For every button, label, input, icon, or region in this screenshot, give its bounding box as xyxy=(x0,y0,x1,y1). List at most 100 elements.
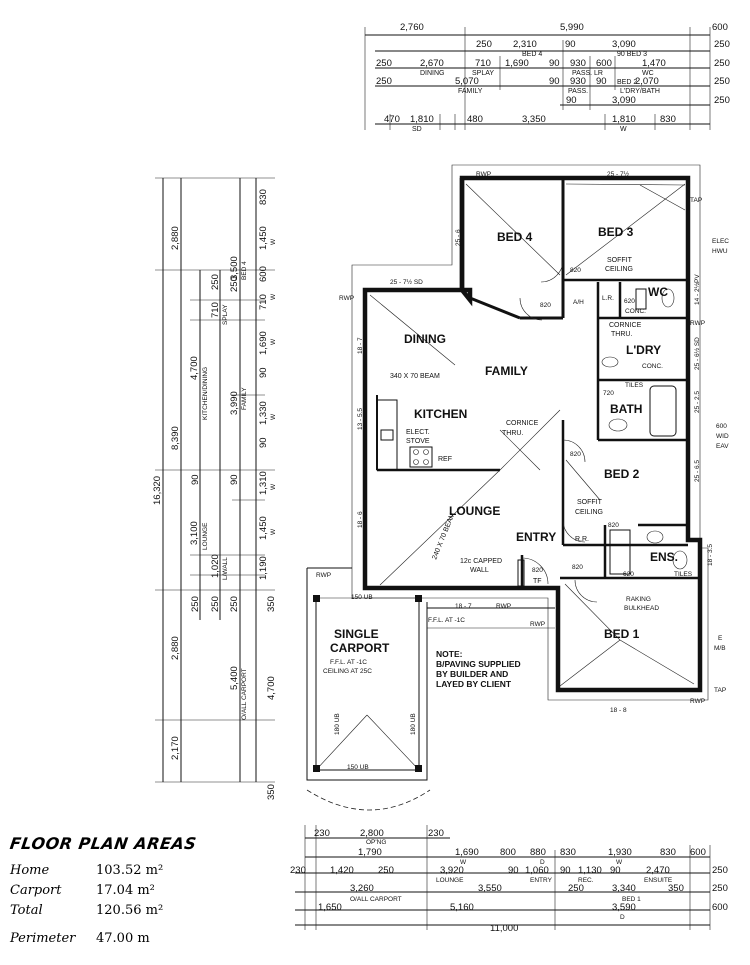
ceiling-height-label: CEILING AT 25C xyxy=(323,668,372,675)
thru-label: THRU. xyxy=(502,430,523,437)
top-dim: 250 xyxy=(714,39,730,50)
conc-label: CONC. xyxy=(625,308,646,315)
bottom-dim: 3,590 xyxy=(612,902,636,913)
beam-label: 180 UB xyxy=(334,713,341,735)
slope-label: 25 - 7½ SD xyxy=(390,278,423,286)
bottom-dim-sub: D xyxy=(540,859,545,866)
beam-label: 240 X 70 BEAM xyxy=(431,512,456,561)
left-dim-sub: O/ALL CARPORT xyxy=(241,668,248,720)
soffit-label: SOFFIT xyxy=(607,257,633,264)
left-dim: 90 xyxy=(258,367,269,378)
left-dim-sub: W xyxy=(270,293,277,300)
slope-label: 25 - 6.5 xyxy=(694,460,701,482)
left-dim: 350 xyxy=(266,596,277,612)
top-dim-sub: BED 4 xyxy=(522,51,542,58)
lr-label: L.R. xyxy=(602,295,614,302)
top-dim: 3,090 xyxy=(612,95,636,106)
beam-label: 340 X 70 BEAM xyxy=(390,373,440,380)
rwp-label: RWP xyxy=(690,320,705,327)
building xyxy=(351,164,709,701)
bottom-dim-sub: LOUNGE xyxy=(436,877,464,884)
left-dim: 16,320 xyxy=(152,476,163,505)
bottom-dim: 1,130 xyxy=(578,865,602,876)
slope-label: 25 - 7½ xyxy=(607,170,630,178)
room-bath: BATH xyxy=(610,402,642,416)
door-size: 820 xyxy=(570,267,581,274)
rwp-label: RWP xyxy=(476,171,491,178)
bottom-dim: 3,920 xyxy=(440,865,464,876)
top-dim: 930 xyxy=(570,58,586,69)
top-dim-sub: L'DRY/BATH xyxy=(620,88,660,95)
cornice-label: CORNICE xyxy=(506,420,539,427)
left-dim: 3,500 xyxy=(229,256,240,280)
top-dim: 90 xyxy=(549,76,560,87)
area-value: 120.56 m² xyxy=(96,903,164,918)
elect-label: ELECT. xyxy=(406,429,430,436)
left-dim-sub: BED 4 xyxy=(241,261,248,280)
bottom-dim-sub: ENSUITE xyxy=(644,877,673,884)
left-dim: 250 xyxy=(229,276,240,292)
left-dim: 1,330 xyxy=(258,401,269,425)
left-dim: 1,690 xyxy=(258,331,269,355)
meter-box-label: E xyxy=(718,635,723,642)
bottom-dim: 3,260 xyxy=(350,883,374,894)
eave-label: WID xyxy=(716,433,729,440)
bottom-dim: 2,470 xyxy=(646,865,670,876)
bottom-dim: 3,340 xyxy=(612,883,636,894)
area-row-home: Home 103.52 m² xyxy=(10,861,240,881)
bottom-dim: 230 xyxy=(290,865,306,876)
bottom-dim-sub: W xyxy=(460,859,467,866)
door-size: 620 xyxy=(624,298,635,305)
slope-label: 13 - 5.5 xyxy=(357,408,364,430)
top-dim: 480 xyxy=(467,114,483,125)
capped-wall-label: 12c CAPPED xyxy=(460,558,502,565)
top-dim-sub: PASS. xyxy=(572,70,592,77)
slope-label: 18 - 7 xyxy=(455,603,472,610)
eave-label: EAV xyxy=(716,443,729,450)
ceiling-label: CEILING xyxy=(605,266,633,273)
area-label: Perimeter xyxy=(10,931,76,946)
cornice-label: CORNICE xyxy=(609,322,642,329)
meter-box-label: M/B xyxy=(714,645,726,652)
carport xyxy=(306,567,555,811)
paving-note: BY BUILDER AND xyxy=(436,669,508,679)
top-dim: 1,690 xyxy=(505,58,529,69)
top-dim: 2,670 xyxy=(420,58,444,69)
paving-note: B/PAVING SUPPLIED xyxy=(436,659,521,669)
bottom-dim-sub: OP'NG xyxy=(366,839,386,846)
raking-label: RAKING xyxy=(626,596,651,603)
top-dim-sub: WC xyxy=(642,70,654,77)
hwu-label: HWU xyxy=(712,248,728,255)
top-dim-sub: PASS. xyxy=(568,88,588,95)
door-size: 620 xyxy=(623,571,634,578)
left-dim: 1,310 xyxy=(258,471,269,495)
bottom-dim-sub: REC. xyxy=(578,877,594,884)
tf-label: TF xyxy=(533,578,542,585)
top-dim-sub: DINING xyxy=(420,70,445,77)
door-size: 820 xyxy=(608,522,619,529)
bottom-dim: 3,550 xyxy=(478,883,502,894)
bottom-dim: 90 xyxy=(508,865,519,876)
bulkhead-label: BULKHEAD xyxy=(624,605,659,612)
top-dim: 1,810 xyxy=(410,114,434,125)
top-dim-sub: W xyxy=(620,126,627,133)
bottom-dim: 880 xyxy=(530,847,546,858)
bottom-dim: 250 xyxy=(378,865,394,876)
bottom-dim: 1,790 xyxy=(358,847,382,858)
top-dim: 600 xyxy=(596,58,612,69)
top-dim: 90 xyxy=(565,39,576,50)
area-row-carport: Carport 17.04 m² xyxy=(10,881,240,901)
ffl-label: F.F.L. AT -1C xyxy=(428,617,465,624)
left-dim: 1,450 xyxy=(258,226,269,250)
left-dim-sub: LOUNGE xyxy=(202,522,209,550)
door-sizes: 820 820 820 720 620 620 820 820 820 xyxy=(532,267,635,578)
bottom-dim: 250 xyxy=(568,883,584,894)
left-dim-sub: W xyxy=(270,483,277,490)
bottom-dim: 230 xyxy=(428,828,444,839)
annotations: SOFFIT CEILING SOFFIT CEILING 340 X 70 B… xyxy=(323,197,729,771)
elec-label: ELEC xyxy=(712,238,729,245)
slope-label: 18 - 3.5 xyxy=(707,544,714,566)
top-dim: 90 xyxy=(549,58,560,69)
bottom-dim: 1,420 xyxy=(330,865,354,876)
left-dim: 90 xyxy=(229,474,240,485)
